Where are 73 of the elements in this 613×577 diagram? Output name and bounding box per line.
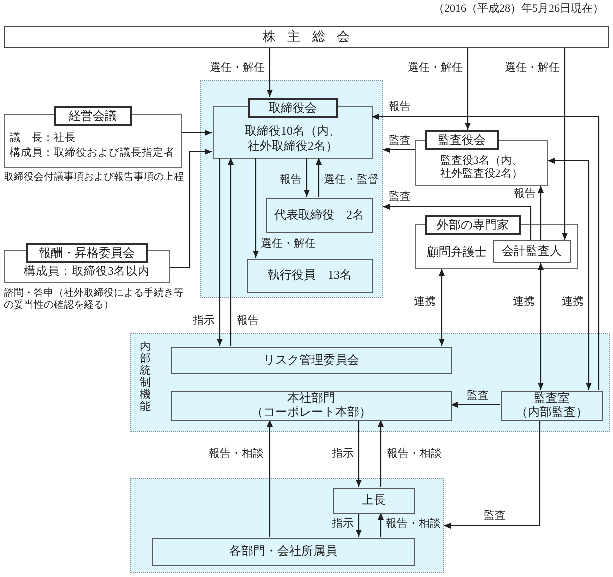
unit-box: 上長 [333, 488, 415, 514]
edge-label: 報告・相談 [386, 448, 443, 461]
arrow [170, 149, 212, 269]
heading-tab: 監査役会 [425, 130, 499, 150]
arrow [378, 420, 384, 487]
body-text: 取締役10名（内、社外取締役2名） [244, 124, 342, 153]
arrow [538, 186, 544, 240]
edge-label: 指示 [192, 315, 216, 328]
heading-tab: 報酬・昇格委員会 [26, 243, 148, 263]
meeting-band: 株主総会 [4, 26, 609, 48]
arrow [267, 420, 273, 537]
body-text: 顧問弁護士 [427, 244, 487, 260]
unit-box: 代表取締役 2名 [266, 198, 373, 233]
edge-label: 報告 [388, 101, 412, 114]
arrow [182, 130, 212, 136]
edge-label: 報告 [513, 188, 537, 201]
arrow [378, 513, 384, 537]
unit-box: 各部門・会社所属員 [152, 538, 415, 566]
arrow [253, 158, 259, 258]
heading-tab: 外部の専門家 [425, 215, 521, 235]
group-region [130, 333, 610, 432]
body-text: 構成員：取締役3名以内 [24, 266, 150, 280]
edge-label: 報告 [279, 174, 303, 187]
double-arrow [439, 269, 445, 346]
heading-tab: 取締役会 [248, 98, 338, 118]
edge-label: 監査 [388, 135, 412, 148]
edge-label: 連携 [413, 296, 437, 309]
edge-label: 監査 [388, 191, 412, 204]
arrow [316, 158, 322, 197]
edge-label: 選任・監督 [323, 174, 380, 187]
arrow [304, 158, 310, 197]
arrow [465, 48, 471, 130]
vertical-label: 内部統制機能 [140, 341, 151, 414]
body-text: 議 長：社長 [10, 132, 76, 146]
arrow [383, 204, 532, 240]
edge-label: 報告・相談 [208, 448, 265, 461]
arrow [267, 48, 273, 97]
arrow [451, 402, 500, 408]
note-text: 取締役会付議事項および報告事項の上程 [4, 172, 185, 184]
unit-box: 本社部門（コーポレート本部） [171, 391, 452, 421]
edge-label: 選任・解任 [407, 62, 464, 75]
group-region [200, 80, 383, 298]
arrow [217, 158, 223, 346]
body-text: 監査役3名（内、社外監査役2名） [439, 154, 524, 182]
edge-label: 連携 [512, 296, 536, 309]
edge-label: 連携 [561, 296, 585, 309]
unit-box: 監査室（内部監査） [501, 391, 603, 421]
arrow [383, 147, 415, 153]
group-region [130, 478, 444, 573]
unit-box: リスク管理委員会 [171, 347, 452, 374]
unit-box: 執行役員 13名 [247, 259, 373, 293]
edge-label: 監査 [466, 390, 490, 403]
unit-box: 会計監査人 [493, 240, 571, 263]
edge-label: 報告・相談 [385, 518, 442, 531]
edge-label: 報告 [236, 315, 260, 328]
arrow [228, 158, 234, 346]
arrow [356, 513, 362, 537]
edge-label: 監査 [483, 510, 507, 523]
arrow [356, 420, 362, 487]
arrow [444, 420, 541, 529]
edge-label: 指示 [331, 518, 355, 531]
edge-label: 選任・解任 [504, 62, 561, 75]
arrow [372, 114, 600, 390]
edge-label: 選任・解任 [209, 62, 266, 75]
note-text: 諮問・答申（社外取締役による手続き等の妥当性の確認を経る） [4, 288, 185, 312]
edge-label: 指示 [331, 448, 355, 461]
date-note: （2016（平成28）年5月26日現在） [434, 3, 604, 16]
double-arrow [538, 263, 544, 390]
edge-label: 選任・解任 [260, 238, 317, 251]
arrow [562, 48, 568, 240]
body-text: 構成員：取締役および議長指定者 [10, 147, 175, 161]
heading-tab: 経営会議 [54, 106, 132, 126]
double-arrow [548, 158, 592, 390]
